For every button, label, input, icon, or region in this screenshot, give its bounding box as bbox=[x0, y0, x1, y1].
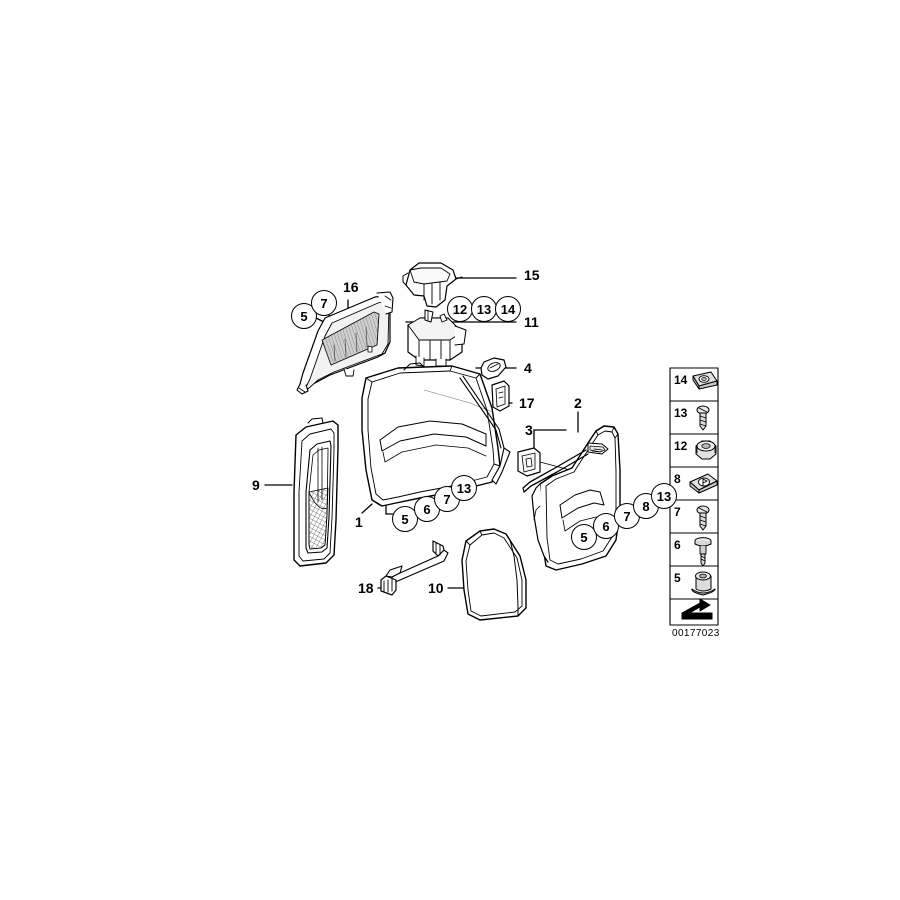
part-1-right-trim-panel bbox=[361, 362, 511, 507]
screw-icon bbox=[696, 505, 710, 531]
callout-2-5: 5 bbox=[571, 524, 597, 550]
leader-label-11: 11 bbox=[524, 314, 539, 330]
legend-box bbox=[669, 367, 719, 626]
callout-11-14: 14 bbox=[495, 296, 521, 322]
part-18-retaining-strap bbox=[380, 540, 449, 596]
legend-number-14: 14 bbox=[674, 373, 688, 387]
part-3-cover-cap bbox=[517, 447, 571, 477]
bent-arrow-icon bbox=[681, 598, 713, 620]
callout-1-13: 13 bbox=[451, 475, 477, 501]
hex-nut-icon bbox=[695, 440, 717, 460]
part-9-net-frame bbox=[293, 417, 339, 567]
leader-label-1: 1 bbox=[355, 514, 363, 530]
leader-label-18: 18 bbox=[358, 580, 374, 596]
part-17-rect-cap bbox=[491, 380, 510, 412]
grommet-nut-icon bbox=[691, 571, 716, 596]
leader-label-4: 4 bbox=[524, 360, 532, 376]
legend-number-8: 8 bbox=[674, 472, 681, 486]
part-16-speaker-trim bbox=[296, 291, 394, 395]
legend-number-7: 7 bbox=[674, 505, 681, 519]
part-15-bracket-cover bbox=[402, 262, 463, 308]
clip-plate-icon bbox=[689, 473, 718, 494]
square-washer-plate-icon bbox=[692, 371, 718, 390]
part-2-left-trim-panel bbox=[522, 425, 621, 571]
expanding-rivet-icon bbox=[694, 537, 712, 567]
leader-label-3: 3 bbox=[525, 422, 533, 438]
callout-11-13: 13 bbox=[471, 296, 497, 322]
leader-label-15: 15 bbox=[524, 267, 540, 283]
screw-icon bbox=[696, 405, 710, 431]
part-11-fuse-carrier bbox=[407, 309, 467, 367]
callout-2-13: 13 bbox=[651, 483, 677, 509]
leader-label-2: 2 bbox=[574, 395, 582, 411]
callout-16-7: 7 bbox=[311, 290, 337, 316]
legend-number-12: 12 bbox=[674, 439, 688, 453]
callout-11-12: 12 bbox=[447, 296, 473, 322]
legend-number-6: 6 bbox=[674, 538, 681, 552]
part-4-oval-cap bbox=[480, 357, 507, 380]
leader-label-9: 9 bbox=[252, 477, 260, 493]
leader-label-10: 10 bbox=[428, 580, 444, 596]
leader-label-16: 16 bbox=[343, 279, 359, 295]
diagram-id-label: 00177023 bbox=[672, 628, 720, 639]
legend-number-5: 5 bbox=[674, 571, 681, 585]
callout-1-5: 5 bbox=[392, 506, 418, 532]
leader-label-17: 17 bbox=[519, 395, 535, 411]
part-10-wheel-arch-cover bbox=[461, 528, 527, 621]
legend-number-13: 13 bbox=[674, 406, 688, 420]
